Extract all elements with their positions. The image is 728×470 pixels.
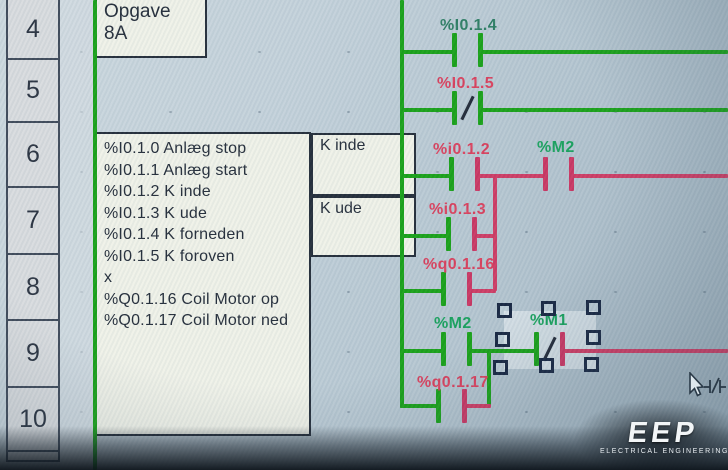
- contact-leg: [560, 332, 565, 366]
- selection-handle[interactable]: [495, 332, 510, 347]
- rung-number-7: 7: [8, 188, 58, 255]
- rung-number-ruler: 4 5 6 7 8 9 10: [6, 0, 60, 462]
- io-comment-box[interactable]: %I0.1.0 Anlæg stop %I0.1.1 Anlæg start %…: [95, 132, 311, 436]
- operand-box-text: K ude: [320, 200, 362, 217]
- nc-slash: [460, 95, 475, 121]
- wire: [403, 234, 447, 238]
- or-branch-wire: [493, 176, 497, 291]
- operand-box-text: K inde: [320, 137, 366, 154]
- operand-box-k-ude[interactable]: K ude: [311, 196, 416, 257]
- comment-line: %I0.1.4 K forneden: [104, 226, 245, 243]
- photo-bottom-edge: [0, 426, 728, 470]
- contact-leg: [475, 157, 480, 191]
- contact-leg: [441, 332, 446, 366]
- contact-q0116[interactable]: [441, 272, 472, 306]
- wire: [482, 50, 728, 54]
- comment-line: x: [104, 269, 113, 286]
- wire: [482, 108, 728, 112]
- eep-logo: EEP: [625, 417, 701, 449]
- contact-label[interactable]: %M2: [434, 315, 472, 332]
- contact-q0117[interactable]: [436, 389, 467, 423]
- network-junction-rail: [400, 0, 404, 408]
- wire: [403, 108, 453, 112]
- contact-i013[interactable]: [446, 217, 477, 251]
- rung-number-9: 9: [8, 321, 58, 388]
- network-title-box[interactable]: Opgave 8A: [95, 0, 207, 58]
- contact-leg: [472, 217, 477, 251]
- eep-tagline-main: ELECTRICAL ENGINEERING: [600, 448, 728, 455]
- comment-line: %Q0.1.16 Coil Motor op: [104, 290, 280, 308]
- wire: [403, 289, 442, 293]
- contact-leg: [569, 157, 574, 191]
- contact-label[interactable]: %M2: [537, 139, 575, 156]
- contact-I014[interactable]: [452, 33, 483, 67]
- contact-M2-row9[interactable]: [441, 332, 472, 366]
- comment-line: %I0.1.2 K inde: [104, 183, 211, 200]
- selection-handle[interactable]: [493, 360, 508, 375]
- selection-handle[interactable]: [541, 301, 556, 316]
- contact-leg: [543, 157, 548, 191]
- contact-M1-nc-selected[interactable]: [534, 332, 565, 366]
- contact-M2-row6[interactable]: [543, 157, 574, 191]
- contact-leg: [478, 91, 483, 125]
- operand-box-k-inde[interactable]: K inde: [311, 133, 416, 196]
- contact-leg: [462, 389, 467, 423]
- selection-handle[interactable]: [497, 303, 512, 318]
- contact-label[interactable]: %i0.1.2: [433, 141, 491, 158]
- wire: [403, 50, 453, 54]
- comment-line: %I0.1.0 Anlæg stop: [104, 140, 247, 157]
- contact-label[interactable]: %I0.1.5: [437, 75, 495, 92]
- contact-leg: [436, 389, 441, 423]
- wire: [560, 349, 728, 353]
- contact-label[interactable]: %M1: [530, 312, 568, 329]
- contact-leg: [478, 33, 483, 67]
- contact-leg: [452, 33, 457, 67]
- contact-tool-cursor-icon: [689, 370, 726, 397]
- rung-number-5: 5: [8, 60, 58, 123]
- contact-leg: [467, 272, 472, 306]
- contact-leg: [467, 332, 472, 366]
- ruler-gutter: [60, 0, 93, 470]
- selection-handle[interactable]: [586, 300, 601, 315]
- contact-label[interactable]: %q0.1.16: [423, 256, 495, 273]
- comment-line: %I0.1.3 K ude: [104, 204, 208, 222]
- contact-i012[interactable]: [449, 157, 480, 191]
- contact-label[interactable]: %q0.1.17: [417, 374, 489, 391]
- contact-leg: [534, 332, 539, 366]
- wire: [403, 174, 450, 178]
- contact-leg: [441, 272, 446, 306]
- selection-handle[interactable]: [584, 357, 599, 372]
- wire: [400, 404, 440, 408]
- wire: [470, 289, 496, 293]
- left-power-rail: [93, 0, 97, 470]
- comment-line: %I0.1.1 Anlæg start: [104, 161, 248, 179]
- contact-I015-nc[interactable]: [452, 91, 483, 125]
- wire: [465, 404, 491, 408]
- contact-leg: [452, 91, 457, 125]
- comment-line: %Q0.1.17 Coil Motor ned: [104, 312, 289, 329]
- eep-tagline: ELECTRICAL ENGINEERING PORTAL: [600, 448, 728, 455]
- rung-number-4: 4: [8, 0, 58, 60]
- selection-handle[interactable]: [586, 330, 601, 345]
- or-branch-wire: [487, 351, 491, 406]
- wire: [572, 174, 728, 178]
- mouse-cursor: [682, 370, 728, 404]
- comment-line: %I0.1.5 K foroven: [104, 247, 235, 265]
- eep-watermark: EEP ELECTRICAL ENGINEERING PORTAL: [600, 417, 728, 455]
- contact-label[interactable]: %i0.1.3: [429, 201, 487, 218]
- contact-leg: [449, 157, 454, 191]
- rung-number-6: 6: [8, 123, 58, 188]
- network-title-text: Opgave 8A: [104, 1, 171, 44]
- contact-leg: [446, 217, 451, 251]
- wire: [470, 349, 536, 353]
- wire: [403, 349, 443, 353]
- wire: [475, 234, 496, 238]
- rung-number-8: 8: [8, 255, 58, 321]
- selection-handle[interactable]: [539, 358, 554, 373]
- contact-label[interactable]: %I0.1.4: [440, 17, 498, 34]
- wire: [478, 174, 544, 178]
